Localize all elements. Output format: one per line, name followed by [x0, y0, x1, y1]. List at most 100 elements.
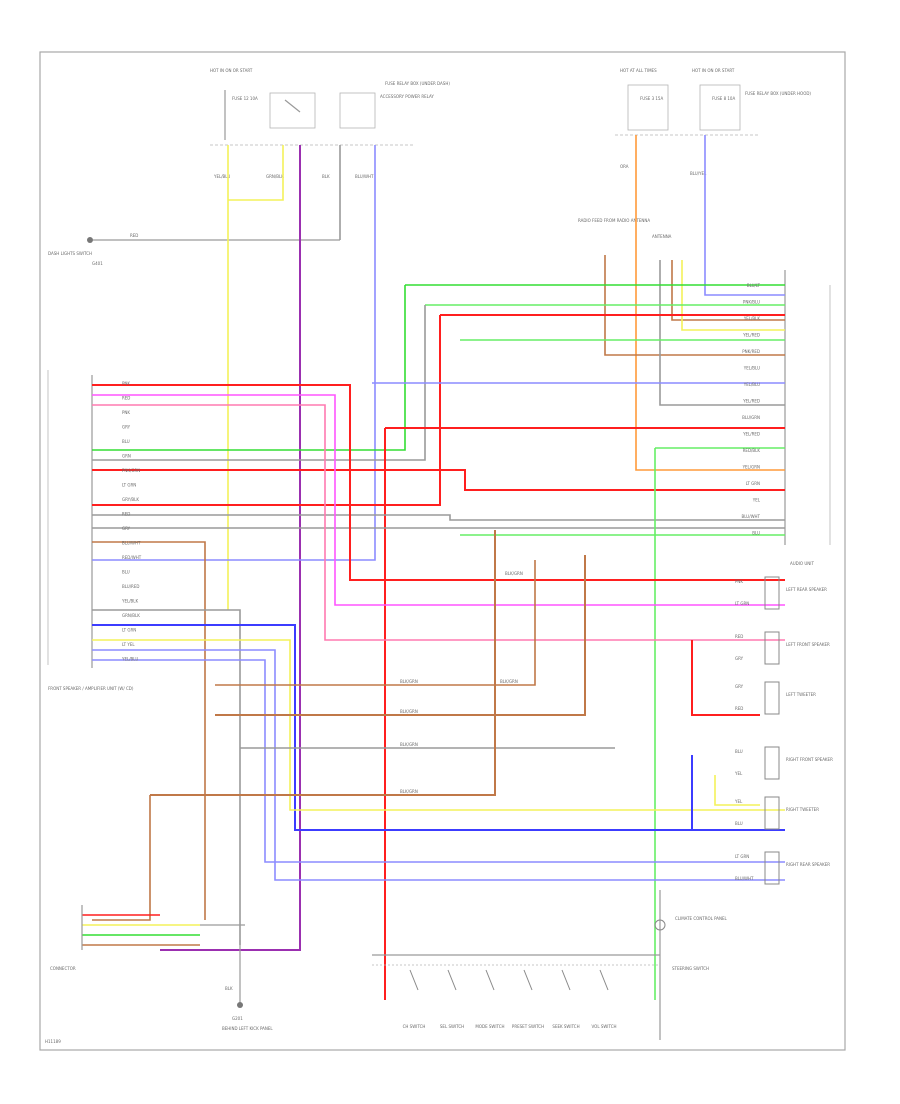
left-unit-pin-label: GRY [122, 425, 131, 430]
speaker-wire-label: PNK [735, 579, 743, 584]
wire-ltblue-880 [92, 649, 785, 881]
audio-unit-pin-label: BLU/LT [747, 283, 761, 288]
speaker-label: LEFT TWEETER [786, 692, 816, 697]
left-unit-pin-label: BLU/RED [122, 584, 139, 589]
climate-label: CLIMATE CONTROL PANEL [675, 916, 728, 921]
left-unit-pin-label: YEL/BLU [121, 657, 138, 662]
top-left-relay-label: ACCESSORY POWER RELAY [380, 94, 434, 99]
left-unit-pin-label: LT GRN [122, 628, 136, 633]
wire-ltblue-862 [92, 659, 785, 863]
audio-unit-pin-label: YEL [752, 498, 761, 503]
left-unit-pin-label: GRY/BLK [122, 497, 139, 502]
wire-blue-830 [92, 624, 785, 831]
top-right-hot-label-a: HOT AT ALL TIMES [620, 68, 657, 73]
steering-switch-label: CH SWITCH [403, 1024, 426, 1029]
steering-switch-block: CLIMATE CONTROL PANEL STEERING SWITCH [372, 890, 728, 1040]
speaker-wire-label: LT GRN [735, 601, 749, 606]
speaker-wire-label: LT GRN [735, 854, 749, 859]
audio-unit-pin-label: BLU/WHT [742, 514, 761, 519]
dash-lights-switch: DASH LIGHTS SWITCH G401 RED [48, 233, 340, 266]
wire-antenna-4 [681, 260, 785, 331]
speaker-wire-label: BLU/WHT [735, 876, 754, 881]
wire-pnk-left [92, 404, 785, 641]
left-unit-pin-label: BLU/WHT [122, 541, 141, 546]
switch-contact [409, 969, 419, 991]
left-unit-pin-label: LT YEL [122, 642, 135, 647]
speaker-wire-label: GRY [735, 656, 744, 661]
switch-contact [447, 969, 457, 991]
radio-feed-label: RADIO FEED FROM RADIO ANTENNA [578, 218, 650, 223]
wire-label-blu-yel: BLU/YEL [690, 171, 707, 176]
audio-unit-pin-label: YEL/GRN [742, 465, 760, 470]
speaker-icon [764, 851, 780, 885]
footer-code: H11189 [45, 1039, 61, 1044]
antenna-label: ANTENNA [652, 234, 672, 239]
audio-unit-pin-label: PNK/BLU [743, 300, 760, 305]
speaker-wire-label: BLU [735, 821, 743, 826]
wire-gray-down [92, 609, 241, 945]
wire-mid-795 [150, 530, 496, 796]
bottom-wire-blk: BLK [225, 986, 233, 991]
audio-unit-pin-label: BLU/GRN [742, 415, 760, 420]
wire-gray-515 [92, 514, 785, 521]
top-left-fuse-label: FUSE 12 10A [232, 96, 258, 101]
top-right-fuse-block: HOT AT ALL TIMES HOT IN ON OR START FUSE… [615, 68, 811, 176]
speaker [764, 851, 780, 885]
audio-unit-pin-label: YEL/RED [742, 399, 760, 404]
audio-unit-pin-label: RED/BLK [743, 448, 761, 453]
wire-yellow-810 [92, 639, 785, 811]
left-unit-pin-label: RED [122, 396, 130, 401]
speaker-icon [764, 576, 780, 610]
wire-yel-blu-top [228, 145, 284, 201]
left-unit-pin-label: GRY [122, 526, 131, 531]
top-right-fusebox-label: FUSE RELAY BOX (UNDER HOOD) [745, 91, 811, 96]
speaker-label: RIGHT REAR SPEAKER [786, 862, 830, 867]
steering-switch-label: SEEK SWITCH [552, 1024, 579, 1029]
top-right-fuse-a: FUSE 3 15A [640, 96, 663, 101]
speaker-wire-label: GRY [735, 684, 744, 689]
speaker [764, 796, 780, 830]
dash-lights-switch-label: DASH LIGHTS SWITCH [48, 251, 92, 256]
steering-switch-label: MODE SWITCH [475, 1024, 504, 1029]
wire-pnk-red-left [92, 384, 785, 581]
left-unit-pin-label: RED/WHT [122, 555, 142, 560]
climate-light-icon [654, 919, 666, 931]
speaker-wire-label: YEL [734, 771, 743, 776]
mid-wire-label: BLK/GRN [500, 679, 518, 684]
wire-gray-left [92, 305, 426, 461]
wire-mid-685 [215, 560, 536, 686]
wire-label-yel-blu: YEL/BLU [213, 174, 230, 179]
speaker [764, 681, 780, 715]
ground-g201: G201 BEHIND LEFT KICK PANEL [222, 940, 273, 1031]
top-left-fuse-block: HOT IN ON OR START FUSE 12 10A ACCESSORY… [210, 68, 450, 179]
wire-spk-right-tweeter [714, 775, 760, 806]
speaker [764, 576, 780, 610]
top-left-hot-label: HOT IN ON OR START [210, 68, 253, 73]
wire-mid-715 [215, 555, 586, 716]
mid-wire-label: BLK/GRN [400, 679, 418, 684]
steering-switch-label: VOL SWITCH [592, 1024, 617, 1029]
left-unit: FRONT SPEAKER / AMPLIFIER UNIT (W/ CD) [47, 370, 134, 691]
mid-wire-label: BLK/GRN [400, 742, 418, 747]
speaker-wire-label: RED [735, 706, 743, 711]
wire-antenna-1 [604, 255, 785, 356]
audio-unit: AUDIO UNIT [784, 270, 831, 566]
top-right-fuse-b: FUSE 8 10A [712, 96, 735, 101]
left-unit-pin-label: GRN [122, 454, 131, 459]
left-unit-label: FRONT SPEAKER / AMPLIFIER UNIT (W/ CD) [48, 686, 134, 691]
audio-unit-pin-label: BLU [752, 531, 760, 536]
speaker-icon [764, 681, 780, 715]
ground-desc: BEHIND LEFT KICK PANEL [222, 1026, 273, 1031]
mid-wire-label: BLK/GRN [400, 709, 418, 714]
switch-contact [485, 969, 495, 991]
steering-switch-label: SEL SWITCH [440, 1024, 464, 1029]
speaker-label: LEFT REAR SPEAKER [786, 587, 827, 592]
wire-antenna-3 [671, 260, 785, 321]
ground-label: G201 [232, 1016, 243, 1021]
wire-antenna-2 [659, 260, 785, 406]
